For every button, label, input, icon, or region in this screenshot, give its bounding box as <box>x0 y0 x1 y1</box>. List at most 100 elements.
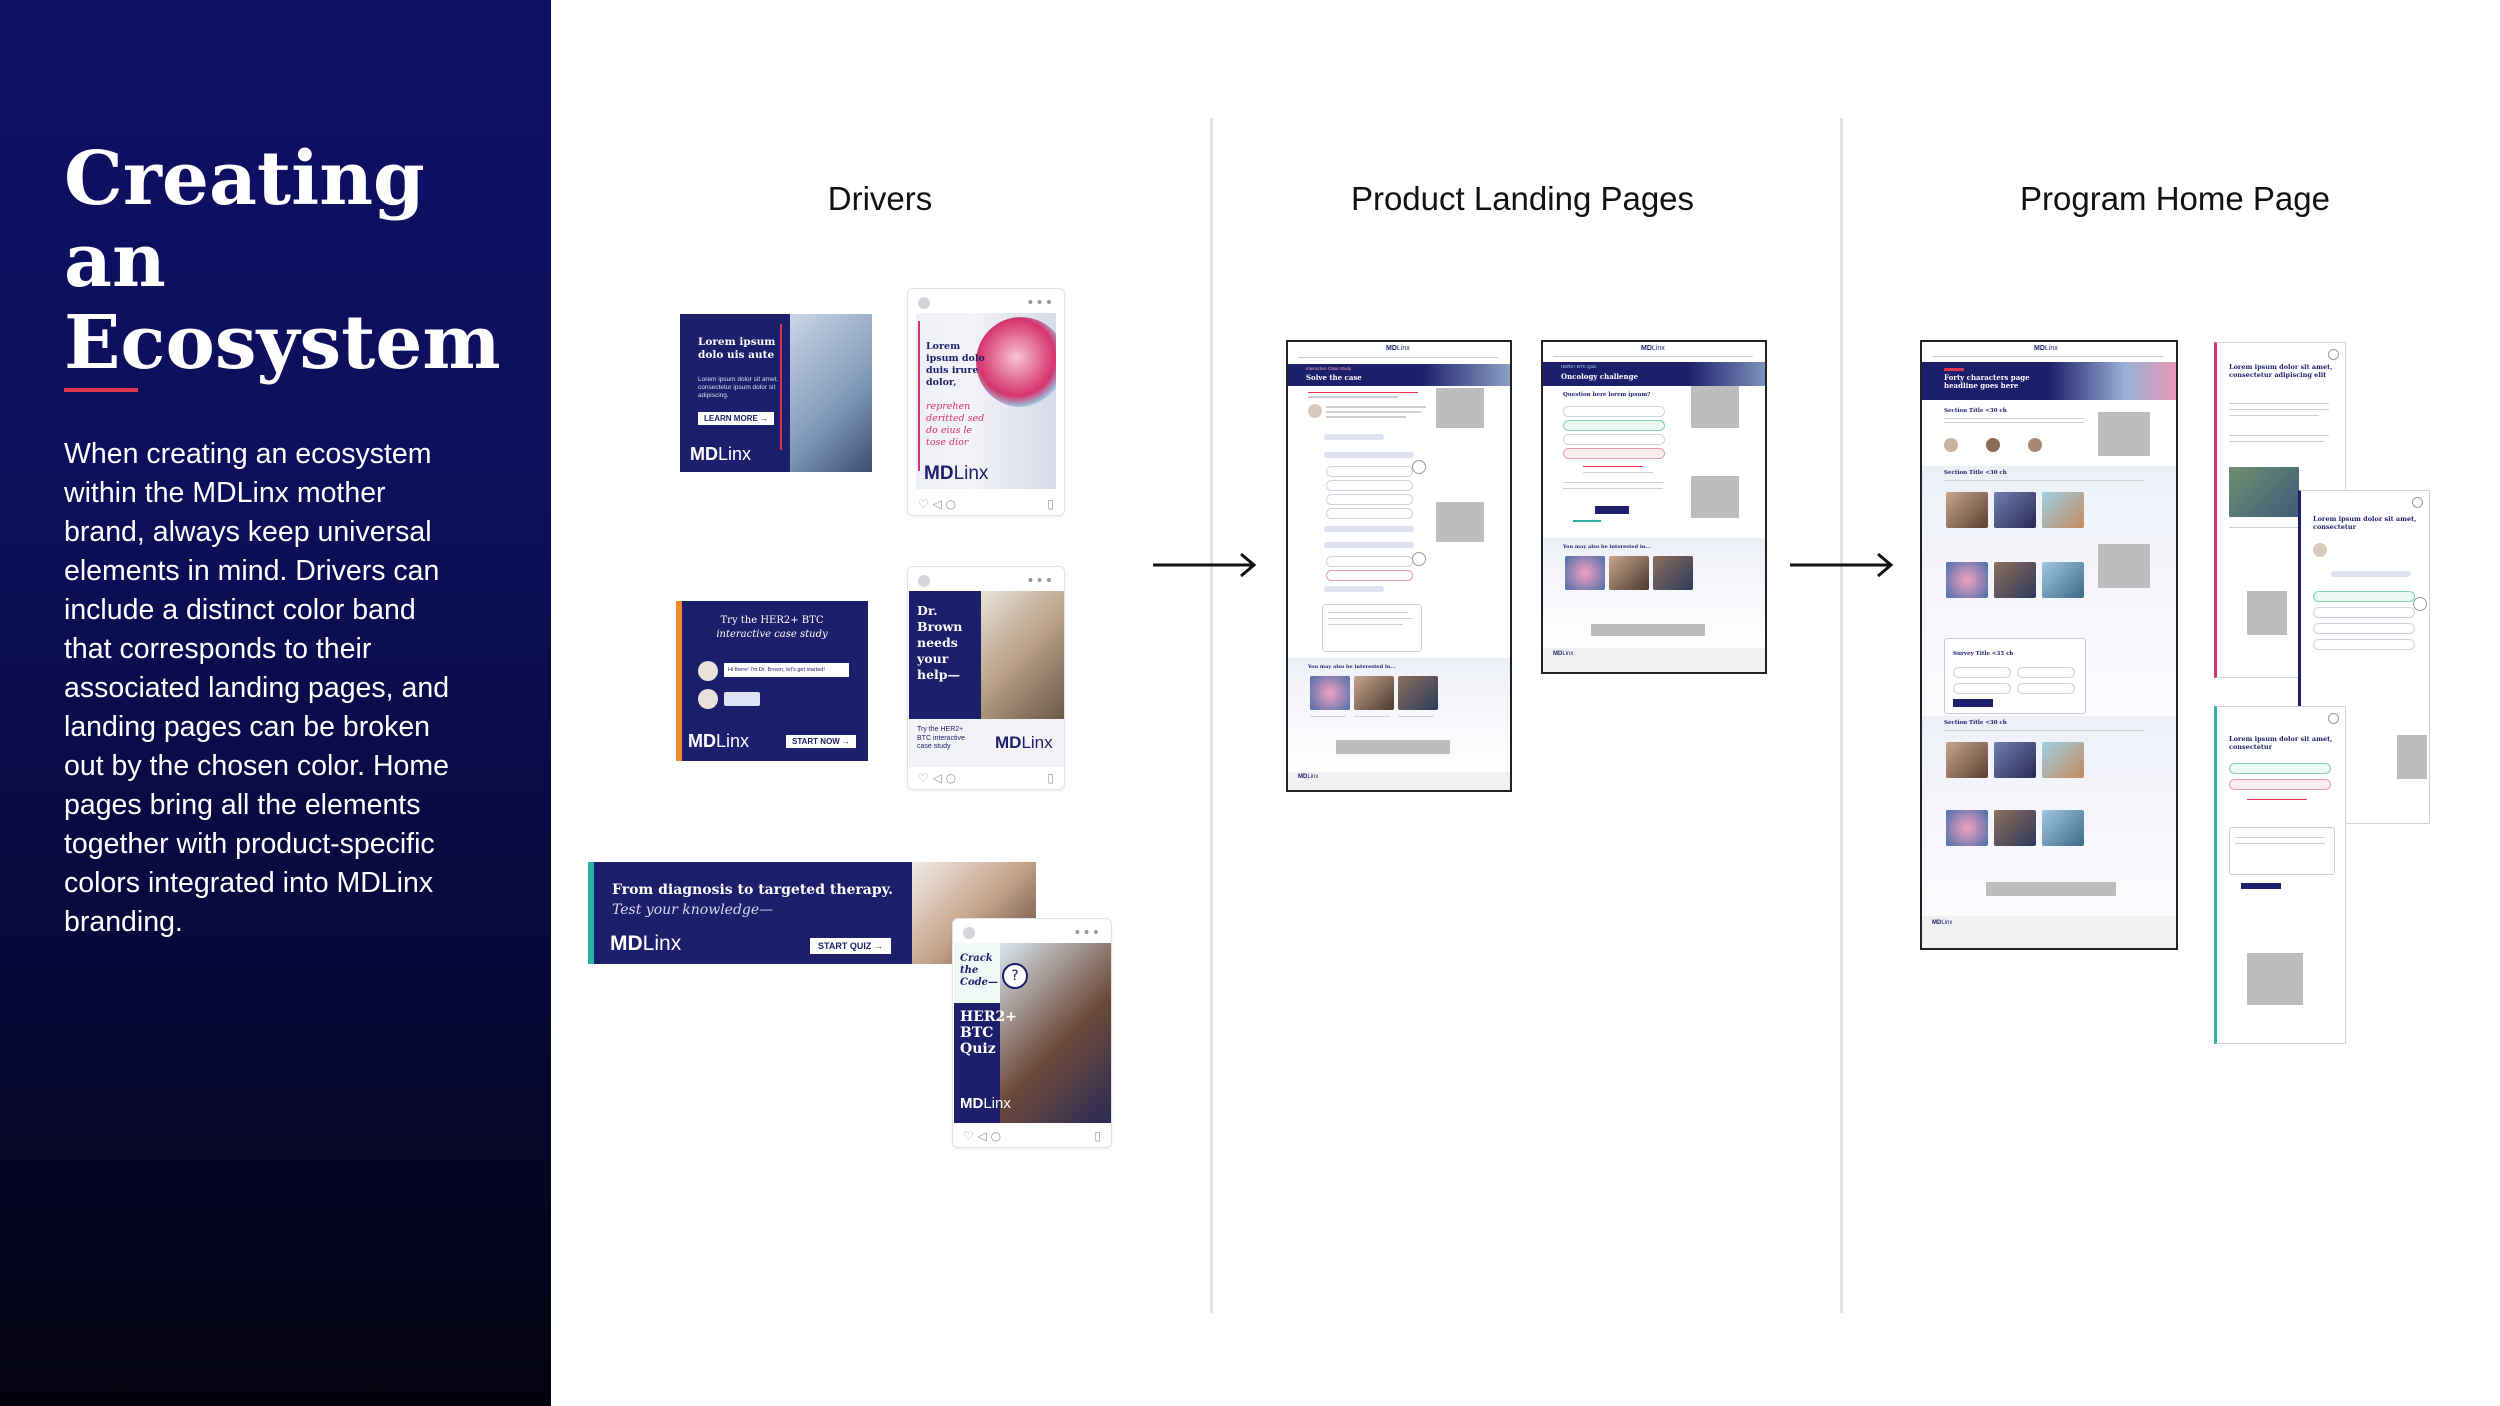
chat-thread <box>1306 386 1431 658</box>
nav-bar: MDLinx <box>1922 342 2176 363</box>
driver-banner-ad[interactable]: Try the HER2+ BTC interactive case study… <box>676 601 868 761</box>
bookmark-icon[interactable]: ▯ <box>1047 497 1054 511</box>
content-thumbnail[interactable] <box>2042 742 2084 778</box>
related-section: You may also be interested in... <box>1288 658 1510 778</box>
avatar <box>963 927 975 939</box>
content-thumbnail[interactable] <box>1994 810 2036 846</box>
related-thumbnail[interactable] <box>1398 676 1438 710</box>
social-creative: Lorem ipsum dolo duis irure dolor, repre… <box>916 313 1056 489</box>
avatar <box>918 575 930 587</box>
close-icon[interactable] <box>2328 713 2339 724</box>
chat-bubble: Hi there! I'm Dr. Brown, let's get start… <box>724 663 849 677</box>
driver-banner-ad[interactable]: Lorem ipsum dolo uis aute Lorem ipsum do… <box>680 314 872 472</box>
content-thumbnail[interactable] <box>2042 562 2084 598</box>
image-placeholder <box>1436 502 1484 542</box>
question-icon: ? <box>1002 963 1028 989</box>
mdlinx-logo: MDLinx <box>924 463 989 484</box>
accent-band <box>676 601 682 761</box>
program-panel[interactable]: Lorem ipsum dolor sit amet, consectetur <box>2298 490 2430 824</box>
like-comment-share-icons[interactable]: ♡ ◁ ○ <box>963 1129 1002 1143</box>
image-placeholder <box>2397 735 2427 779</box>
mdlinx-logo: MDLinx <box>960 1095 1011 1112</box>
footer: MDLinx <box>1288 772 1510 790</box>
arrow-right-icon <box>1790 552 1894 578</box>
footer: MDLinx <box>1922 916 2176 948</box>
typing-indicator <box>724 692 760 706</box>
ad-placeholder <box>1336 740 1450 754</box>
content-thumbnail[interactable] <box>1994 492 2036 528</box>
related-thumbnail[interactable] <box>1354 676 1394 710</box>
accent-band <box>588 862 594 964</box>
more-icon[interactable]: ••• <box>1073 925 1101 941</box>
next-question-button[interactable] <box>1595 506 1629 514</box>
content-thumbnail[interactable] <box>1946 492 1988 528</box>
image-placeholder <box>2098 544 2150 588</box>
content-thumbnail[interactable] <box>2042 810 2084 846</box>
bookmark-icon[interactable]: ▯ <box>1047 771 1054 785</box>
bookmark-icon[interactable]: ▯ <box>1094 1129 1101 1143</box>
cell-image <box>976 317 1056 407</box>
survey-card[interactable]: Survey Title <35 ch <box>1944 638 2086 714</box>
driver-social-post[interactable]: ••• Crack the Code— ? HER2+ BTC Quiz MDL… <box>952 918 1112 1148</box>
section-two: Section Title <30 ch Survey Title <35 ch <box>1922 466 2176 716</box>
submit-button[interactable] <box>1953 699 1993 707</box>
related-thumbnail[interactable] <box>1609 556 1649 590</box>
arrow-right-icon <box>1153 552 1257 578</box>
driver-social-post[interactable]: ••• Lorem ipsum dolo duis irure dolor, r… <box>907 288 1065 516</box>
people-photo <box>2229 467 2299 517</box>
social-creative: Dr. Brown needs your help— Try the HER2+… <box>909 591 1064 767</box>
title-line-2: Ecosystem <box>64 300 501 386</box>
content-thumbnail[interactable] <box>1994 742 2036 778</box>
close-icon[interactable] <box>2412 497 2423 508</box>
hands-image <box>981 591 1064 719</box>
mdlinx-logo: MDLinx <box>1386 345 1410 352</box>
hero-band: Forty characters page headline goes here <box>1922 362 2176 400</box>
info-icon[interactable] <box>1412 552 1426 566</box>
info-icon[interactable] <box>1412 460 1426 474</box>
column-divider <box>1840 118 1843 1313</box>
accent-band <box>780 324 782 450</box>
ad-heading: Lorem ipsum dolo uis aute <box>698 336 776 361</box>
program-home-page[interactable]: MDLinx Forty characters page headline go… <box>1920 340 2178 950</box>
nav-bar: MDLinx <box>1543 342 1765 363</box>
info-icon[interactable] <box>2413 597 2427 611</box>
lab-image <box>790 314 872 472</box>
content-thumbnail[interactable] <box>1994 562 2036 598</box>
column-title-drivers: Drivers <box>827 180 933 217</box>
like-comment-share-icons[interactable]: ♡ ◁ ○ <box>918 771 957 785</box>
related-thumbnail[interactable] <box>1310 676 1350 710</box>
description: When creating an ecosystem within the MD… <box>64 438 450 938</box>
section-three: Section Title <30 ch <box>1922 716 2176 916</box>
content-thumbnail[interactable] <box>2042 492 2084 528</box>
content-thumbnail[interactable] <box>1946 810 1988 846</box>
image-placeholder <box>2247 591 2287 635</box>
more-icon[interactable]: ••• <box>1026 573 1054 589</box>
mdlinx-logo: MDLinx <box>2034 345 2058 352</box>
learn-more-button[interactable]: LEARN MORE → <box>698 412 774 425</box>
content-thumbnail[interactable] <box>1946 562 1988 598</box>
nav-bar: MDLinx <box>1288 342 1510 365</box>
start-now-button[interactable]: START NOW → <box>786 735 857 748</box>
sidebar: Creating an Ecosystem When creating an e… <box>0 0 551 1406</box>
close-icon[interactable] <box>2328 349 2339 360</box>
landing-page-case-study[interactable]: MDLinx Interactive Case Study Solve the … <box>1286 340 1512 792</box>
next-button[interactable] <box>2241 883 2281 889</box>
related-thumbnail[interactable] <box>1653 556 1693 590</box>
avatar <box>918 297 930 309</box>
image-placeholder <box>1691 476 1739 518</box>
ad-placeholder <box>1591 624 1705 636</box>
column-title-home: Program Home Page <box>2020 180 2330 217</box>
more-icon[interactable]: ••• <box>1026 295 1054 311</box>
driver-social-post[interactable]: ••• Dr. Brown needs your help— Try the H… <box>907 566 1065 790</box>
content-thumbnail[interactable] <box>1946 742 1988 778</box>
mdlinx-logo: MDLinx <box>610 932 682 955</box>
related-section: You may also be interested in... <box>1543 538 1765 650</box>
related-thumbnail[interactable] <box>1565 556 1605 590</box>
user-avatar <box>698 689 718 709</box>
program-panel[interactable]: Lorem ipsum dolor sit amet, consectetur <box>2214 706 2346 1044</box>
like-comment-share-icons[interactable]: ♡ ◁ ○ <box>918 497 957 511</box>
hero-band: HER2+ BTC Quiz Oncology challenge <box>1543 362 1765 386</box>
landing-page-quiz[interactable]: MDLinx HER2+ BTC Quiz Oncology challenge… <box>1541 340 1767 674</box>
image-placeholder <box>1436 388 1484 428</box>
start-quiz-button[interactable]: START QUIZ → <box>810 938 891 954</box>
